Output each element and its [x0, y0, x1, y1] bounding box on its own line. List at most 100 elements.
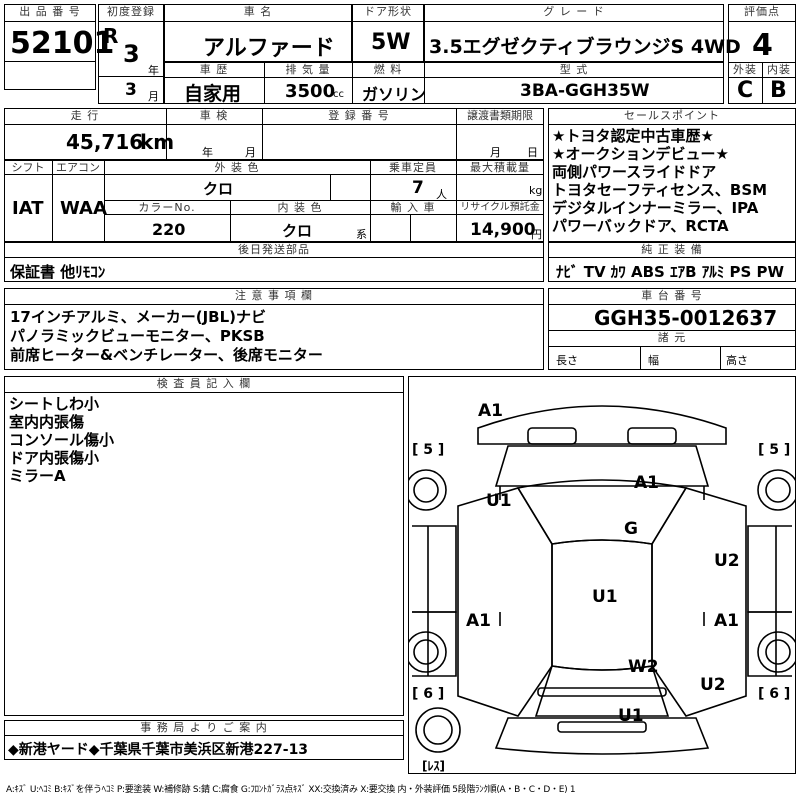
mark-roof: U1	[592, 587, 618, 607]
registration-month: 3	[125, 80, 137, 100]
shift-header: シフト	[11, 161, 45, 174]
car-name-header: 車 名	[243, 5, 273, 18]
fuel-type: ガソリン	[362, 85, 427, 104]
mark-front-bumper: A1	[478, 401, 503, 421]
transfer-month-unit: 月	[490, 146, 501, 159]
sales-points-box	[548, 108, 796, 242]
front-right-tire	[757, 469, 796, 511]
mileage-value: 45,716	[66, 130, 144, 154]
mark-windshield: G	[624, 519, 638, 539]
rear-right-tire	[757, 631, 796, 673]
later-parts-header: 後日発送部品	[238, 243, 310, 256]
recycle-header: リサイクル預託金	[460, 202, 540, 213]
chassis-box	[548, 288, 796, 370]
grade: 3.5エグゼクティブラウンジS 4WD	[429, 36, 741, 58]
front-left-tire	[408, 469, 447, 511]
note-line: 17インチアルミ、メーカー(JBL)ナビ	[10, 308, 267, 326]
mileage-header: 走 行	[70, 109, 100, 122]
exterior-color-header: 外 装 色	[214, 161, 260, 174]
front-bumper-outline	[477, 405, 727, 445]
hood-outline	[494, 445, 710, 487]
month-unit: 月	[148, 90, 159, 103]
tire-label-front-right: [ 5 ]	[758, 442, 790, 458]
color-number-header: カラーNo.	[138, 201, 196, 214]
windshield-outline	[516, 479, 688, 545]
exterior-color: クロ	[203, 180, 234, 198]
history-header: 車 歴	[199, 63, 229, 76]
interior-grade: B	[770, 78, 787, 103]
registration-year: 3	[123, 40, 140, 68]
mileage-unit: km	[140, 130, 175, 154]
mileage-row	[4, 108, 544, 160]
length-label: 長さ	[556, 354, 578, 367]
import-header: 輸 入 車	[390, 201, 436, 214]
rear-bumper-outline	[494, 717, 710, 755]
sales-point: ★トヨタ認定中古車歴★	[552, 127, 714, 145]
inspector-note: ドア内張傷小	[9, 449, 100, 467]
tire-label-rear-right: [ 6 ]	[758, 686, 790, 702]
tire-label-spare: [ﾚｽ]	[422, 759, 445, 773]
office-notice-box	[4, 720, 404, 760]
interior-color: クロ	[282, 222, 313, 240]
era-prefix: R	[103, 24, 119, 48]
chassis-header: 車 台 番 号	[641, 289, 703, 302]
inspector-note: コンソール傷小	[9, 431, 115, 449]
door-type-cell	[352, 4, 424, 62]
mark-rear-bumper: U1	[618, 706, 644, 726]
car-name-cell	[164, 4, 352, 62]
office-notice: ◆新港ヤード◆千葉県千葉市美浜区新港227-13	[8, 742, 309, 758]
height-label: 高さ	[726, 354, 748, 367]
note-line: パノラミックビューモニター、PKSB	[10, 327, 265, 345]
lot-number-header: 出 品 番 号	[19, 5, 81, 18]
recycle-fee: 14,900	[470, 220, 536, 240]
mark-rear-glass: W2	[628, 657, 659, 677]
right-side-outline	[651, 487, 747, 717]
load-unit: kg	[529, 184, 543, 197]
cc-unit: cc	[333, 89, 344, 100]
history-row	[164, 62, 724, 104]
sales-point: デジタルインナーミラー、IPA	[552, 199, 759, 217]
interior-grade-header: 内装	[767, 63, 791, 76]
rear-left-tire	[408, 631, 447, 673]
note-line: 前席ヒーター&ベンチレーター、後席モニター	[10, 346, 323, 364]
inspector-notes-header: 検 査 員 記 入 欄	[156, 377, 252, 390]
year-unit: 年	[148, 64, 159, 77]
first-registration-cell	[98, 4, 164, 104]
capacity-value: 7	[412, 178, 424, 198]
inspector-notes-box	[4, 376, 404, 716]
equipment-header: 純 正 装 備	[641, 243, 703, 256]
sales-point: ★オークションデビュー★	[552, 145, 729, 163]
mark-left-front-fender: U1	[486, 491, 512, 511]
transfer-document-header: 譲渡書類期限	[467, 109, 533, 122]
recycle-unit: 円	[531, 228, 542, 241]
capacity-unit: 人	[436, 188, 447, 201]
exterior-grade-header: 外装	[733, 63, 757, 76]
width-label: 幅	[648, 354, 659, 367]
shift-value: IAT	[12, 198, 44, 219]
sales-point: パワーバックドア、RCTA	[552, 217, 729, 235]
inspection-month-unit: 月	[245, 146, 256, 159]
tire-label-front-left: [ 5 ]	[412, 442, 444, 458]
spec-row	[4, 160, 544, 242]
mark-left-rear-door: A1	[466, 611, 491, 631]
interior-color-header: 内 装 色	[277, 201, 323, 214]
inspection-header: 車 検	[199, 109, 229, 122]
model-code: 3BA-GGH35W	[520, 81, 650, 101]
transfer-day-unit: 日	[527, 146, 538, 159]
color-number: 220	[152, 220, 186, 239]
inspector-note: 室内内張傷	[9, 413, 85, 431]
damage-diagram: [ 5 ] [ 5 ] [ 6 ] [ 6 ] [ﾚｽ] A1 A1 U1 G …	[408, 401, 796, 773]
model-header: 型 式	[559, 63, 589, 76]
dimensions-header: 諸 元	[657, 331, 687, 344]
inspection-year-unit: 年	[202, 146, 213, 159]
notes-header: 注 意 事 項 欄	[235, 289, 313, 302]
vehicle-history: 自家用	[184, 83, 242, 105]
chassis-number: GGH35-0012637	[594, 306, 778, 330]
damage-diagram-frame	[408, 376, 796, 774]
exterior-grade: C	[737, 78, 754, 103]
sales-point: 両側パワースライドドア	[552, 163, 717, 181]
legend-line: A:ｷｽﾞ U:ﾍｺﾐ B:ｷｽﾞを伴うﾍｺﾐ P:要塗装 W:補修跡 S:錆 …	[6, 785, 576, 795]
overall-score: 4	[752, 28, 773, 63]
door-type: 5W	[371, 30, 411, 55]
car-name: アルファード	[203, 36, 335, 61]
